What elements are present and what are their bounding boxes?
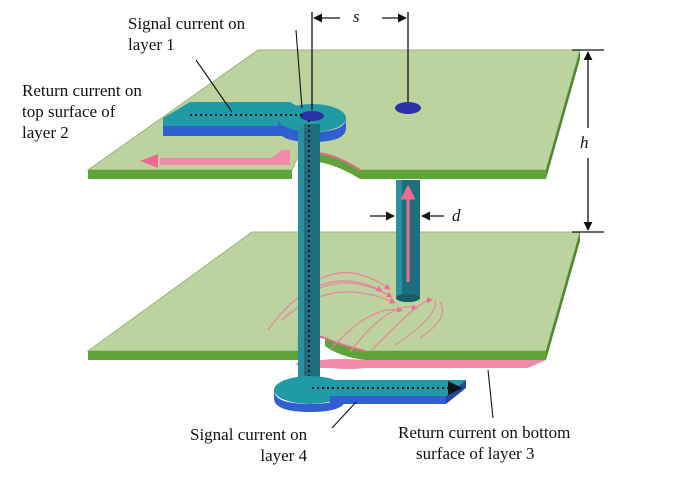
return-current-top-surface xyxy=(140,150,290,168)
label-line: Signal current on xyxy=(190,425,308,444)
label-signal-current-layer4: Signal current on layer 4 xyxy=(190,424,307,466)
label-signal-current-layer1: Signal current on layer 1 xyxy=(128,13,245,55)
label-line: layer 2 xyxy=(22,123,69,142)
label-line: layer 4 xyxy=(260,446,308,465)
return-via-pad xyxy=(395,102,421,114)
label-line: Return current on bottom xyxy=(398,423,571,442)
label-line: Return current on xyxy=(22,81,142,100)
dimension-label-h: h xyxy=(580,133,589,152)
return-via xyxy=(396,180,420,302)
label-line: Signal current on xyxy=(128,14,246,33)
label-line: layer 1 xyxy=(128,35,175,54)
signal-trace-layer1 xyxy=(163,102,346,142)
label-line: top surface of xyxy=(22,102,116,121)
label-return-current-layer3: Return current on bottom surface of laye… xyxy=(398,422,570,464)
leader-lines xyxy=(195,29,494,429)
label-line: surface of layer 3 xyxy=(416,444,535,463)
return-current-bottom-surface xyxy=(296,359,546,369)
dimension-s xyxy=(311,12,409,110)
label-return-current-layer2: Return current on top surface of layer 2 xyxy=(22,80,142,143)
signal-via xyxy=(298,120,320,386)
signal-trace-layer4 xyxy=(274,376,466,412)
bottom-plane xyxy=(86,231,581,369)
dimension-label-s: s xyxy=(353,7,360,26)
dimension-label-d: d xyxy=(452,206,461,225)
dimension-h xyxy=(572,49,604,233)
